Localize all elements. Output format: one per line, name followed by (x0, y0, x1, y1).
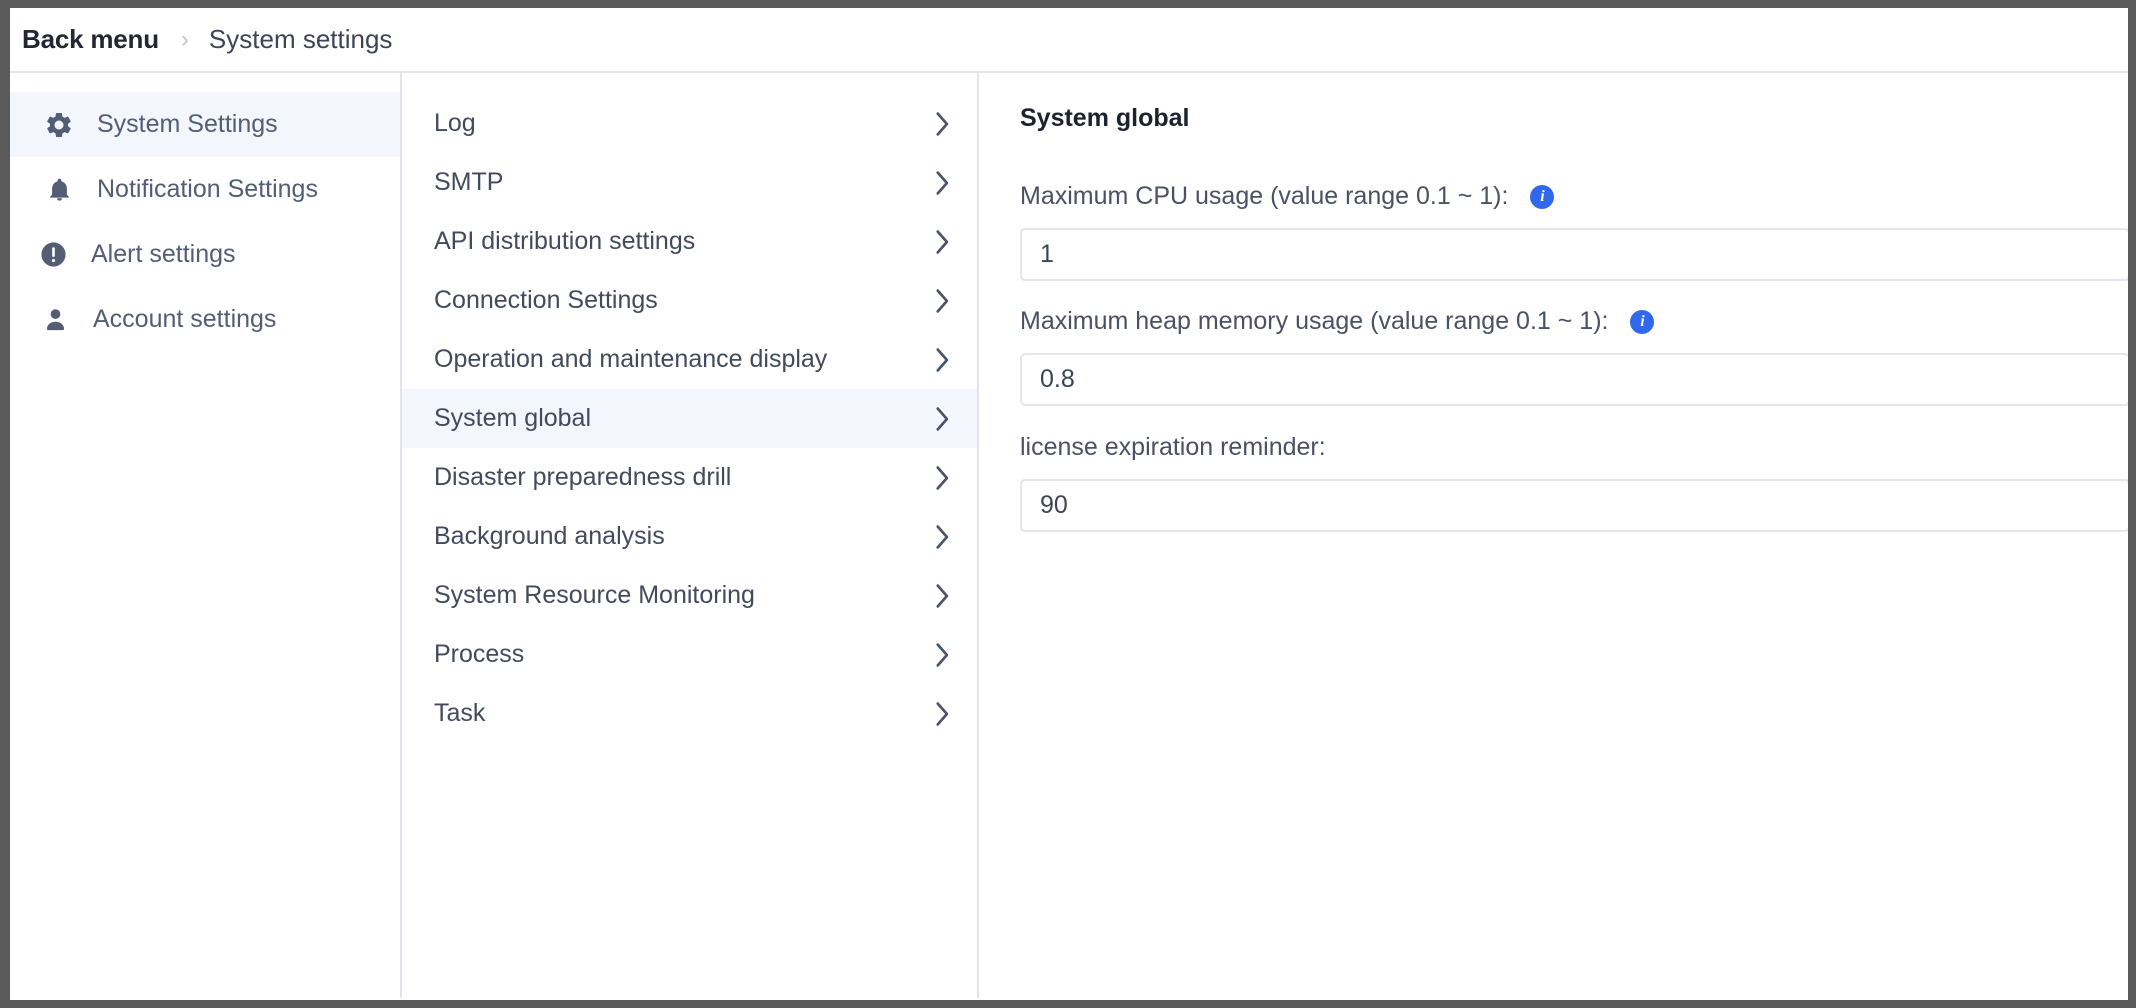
user-icon (38, 303, 72, 337)
settings-list-item-system-global[interactable]: System global (402, 389, 977, 448)
chevron-right-icon (934, 583, 952, 609)
settings-list-item-background-analysis[interactable]: Background analysis (402, 507, 977, 566)
settings-list-item-disaster-preparedness-drill[interactable]: Disaster preparedness drill (402, 448, 977, 507)
field-license-expiration-reminder: license expiration reminder: (1020, 433, 2128, 532)
list-item-label: Operation and maintenance display (434, 345, 828, 373)
max-heap-memory-usage-input[interactable] (1020, 353, 2128, 406)
max-cpu-usage-input[interactable] (1020, 228, 2128, 281)
settings-list-item-operation-and-maintenance-display[interactable]: Operation and maintenance display (402, 330, 977, 389)
sidebar-item-system-settings[interactable]: System Settings (10, 92, 400, 157)
chevron-right-icon (934, 229, 952, 255)
list-item-label: Log (434, 109, 476, 137)
field-label-row: Maximum heap memory usage (value range 0… (1020, 307, 2128, 336)
chevron-right-icon (934, 170, 952, 196)
settings-list-item-process[interactable]: Process (402, 625, 977, 684)
settings-list-item-connection-settings[interactable]: Connection Settings (402, 271, 977, 330)
chevron-right-icon (934, 288, 952, 314)
sidebar-item-label: Account settings (93, 305, 277, 333)
field-label: Maximum CPU usage (value range 0.1 ~ 1): (1020, 182, 1509, 210)
settings-list: Log SMTP API distribution settings (402, 73, 979, 998)
sidebar: System Settings Notification Settings (10, 73, 402, 998)
list-item-label: Disaster preparedness drill (434, 463, 732, 491)
chevron-right-icon (934, 347, 952, 373)
chevron-right-icon (934, 642, 952, 668)
back-menu-link[interactable]: Back menu (22, 24, 159, 54)
chevron-right-icon (934, 111, 952, 137)
field-max-heap-memory-usage: Maximum heap memory usage (value range 0… (1020, 307, 2128, 406)
sidebar-item-label: Alert settings (91, 240, 236, 268)
list-item-label: Background analysis (434, 522, 665, 550)
sidebar-item-label: Notification Settings (97, 175, 318, 203)
gear-icon (42, 108, 76, 142)
settings-list-item-system-resource-monitoring[interactable]: System Resource Monitoring (402, 566, 977, 625)
breadcrumb: Back menu › System settings (10, 8, 2128, 73)
detail-panel: System global Maximum CPU usage (value r… (979, 73, 2128, 998)
field-label-row: Maximum CPU usage (value range 0.1 ~ 1):… (1020, 182, 2128, 211)
sidebar-item-account-settings[interactable]: Account settings (10, 287, 400, 352)
page-title: System global (1020, 104, 1190, 132)
list-item-label: Process (434, 640, 525, 668)
sidebar-item-notification-settings[interactable]: Notification Settings (10, 157, 400, 222)
settings-list-item-task[interactable]: Task (402, 684, 977, 743)
list-item-label: Task (434, 699, 486, 727)
settings-list-item-log[interactable]: Log (402, 94, 977, 153)
sidebar-item-alert-settings[interactable]: Alert settings (10, 222, 400, 287)
license-expiration-reminder-input[interactable] (1020, 479, 2128, 532)
list-item-label: SMTP (434, 168, 504, 196)
settings-list-item-smtp[interactable]: SMTP (402, 153, 977, 212)
list-item-label: Connection Settings (434, 286, 658, 314)
alert-circle-icon (36, 238, 70, 272)
bell-icon (42, 173, 76, 207)
main-columns: System Settings Notification Settings (10, 73, 2128, 998)
list-item-label: API distribution settings (434, 227, 696, 255)
sidebar-item-label: System Settings (97, 110, 278, 138)
settings-list-item-api-distribution-settings[interactable]: API distribution settings (402, 212, 977, 271)
chevron-right-icon: › (180, 25, 189, 53)
breadcrumb-current: System settings (208, 24, 393, 54)
field-max-cpu-usage: Maximum CPU usage (value range 0.1 ~ 1):… (1020, 182, 2128, 281)
chevron-right-icon (934, 465, 952, 491)
field-label-row: license expiration reminder: (1020, 433, 2128, 462)
chevron-right-icon (934, 524, 952, 550)
info-icon[interactable]: i (1530, 184, 1555, 209)
list-item-label: System Resource Monitoring (434, 581, 755, 609)
list-item-label: System global (434, 404, 592, 432)
chevron-right-icon (934, 701, 952, 727)
field-label: license expiration reminder: (1020, 433, 1326, 461)
info-icon[interactable]: i (1630, 309, 1655, 334)
window-content: Back menu › System settings System Setti… (10, 8, 2128, 1000)
chevron-right-icon (934, 406, 952, 432)
field-label: Maximum heap memory usage (value range 0… (1020, 307, 1609, 335)
